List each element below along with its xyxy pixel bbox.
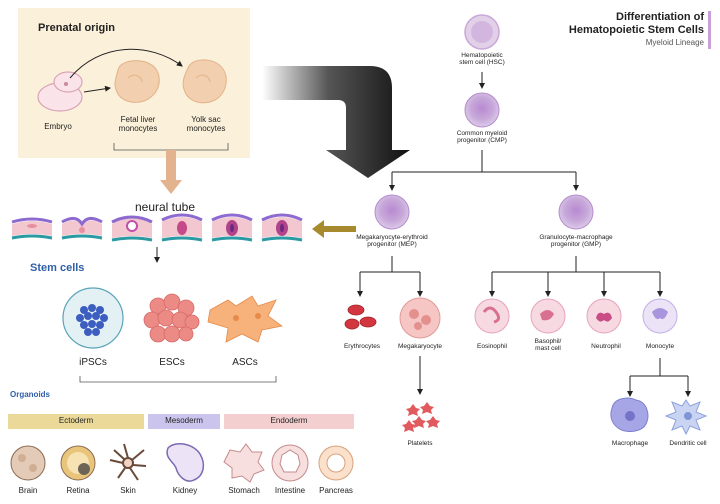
skin-organoid-icon [109,443,147,481]
neutrophil-icon [586,298,622,334]
dendritic-cell-label: Dendritic cell [669,440,707,447]
escs-label: ESCs [159,357,185,368]
ipscs-icon [62,287,124,349]
organoid-label-stomach: Stomach [228,486,260,495]
fetal-liver-monocytes-label: Fetal liver monocytes [118,115,158,133]
ascs-icon [207,295,283,343]
embryo-label: Embryo [44,122,72,131]
eosinophil-label: Eosinophil [477,343,507,350]
monocyte-icon [642,298,678,334]
hsc-label: Hematopoietic stem cell (HSC) [459,52,505,67]
figure-title-line2: Hematopoietic Stem Cells [568,24,704,36]
basophil-label: Basophil/ mast cell [534,338,562,353]
organoid-label-retina: Retina [66,486,90,495]
organoid-label-intestine: Intestine [274,486,306,495]
escs-icon [143,293,200,343]
retina-organoid-icon [60,445,96,481]
prenatal-arrow-curve [69,48,183,79]
olive-left-arrow [312,220,356,238]
ectoderm-band [8,414,144,429]
organoid-label-brain: Brain [18,486,38,495]
platelets-icon [402,402,440,432]
figure-title-line1: Differentiation of [616,11,704,23]
cmp-cell-icon [464,92,500,128]
figure-subtitle: Myeloid Lineage [645,38,704,47]
megakaryocyte-icon [399,297,441,339]
macrophage-icon [610,397,649,432]
embryo-icon [37,71,83,112]
mep-cell-icon [374,194,410,230]
platelets-label: Platelets [407,440,433,447]
gmp-label: Granulocyte-macrophage progenitor (GMP) [539,234,613,249]
beige-down-arrow [160,180,182,194]
kidney-organoid-icon [166,442,205,482]
mesoderm-band [148,414,220,429]
ipscs-label: iPSCs [79,357,107,368]
organoids-heading: Organoids [10,390,51,399]
title-accent-bar [708,11,711,49]
big-curved-arrow [262,66,410,178]
erythrocytes-icon [344,304,377,330]
endoderm-band [224,414,354,429]
stomach-organoid-icon [223,443,265,483]
hsc-cell-icon [464,14,500,50]
ectoderm-label: Ectoderm [58,416,94,425]
dendritic-cell-icon [664,399,708,436]
monocyte-label: Monocyte [645,343,675,350]
prenatal-origin-heading: Prenatal origin [38,22,116,34]
brain-organoid-icon [10,445,46,481]
neutrophil-label: Neutrophil [591,343,621,350]
fetal-liver-monocyte-icon [114,60,160,103]
macrophage-label: Macrophage [611,440,649,447]
gmp-cell-icon [558,194,594,230]
basophil-icon [530,298,566,334]
cmp-label: Common myeloid progenitor (CMP) [456,130,508,145]
endoderm-label: Endoderm [270,416,308,425]
yolk-sac-monocyte-icon [182,59,227,104]
yolk-sac-monocytes-label: Yolk sac monocytes [186,115,226,133]
mep-label: Megakaryocyte-erythroid progenitor (MEP) [356,234,428,249]
monocytes-bracket [113,143,229,151]
organoid-label-skin: Skin [120,486,136,495]
eosinophil-icon [474,298,510,334]
erythrocytes-label: Erythrocytes [343,343,381,350]
organoid-label-kidney: Kidney [172,486,198,495]
neural-tube-stages [11,213,303,242]
organoid-label-pancreas: Pancreas [319,486,353,495]
pancreas-organoid-icon [318,445,354,481]
stem-cells-heading: Stem cells [30,262,85,274]
mesoderm-label: Mesoderm [165,416,203,425]
megakaryocyte-label: Megakaryocyte [397,343,443,350]
intestine-organoid-icon [271,444,309,482]
neural-tube-label: neural tube [134,200,196,214]
ascs-label: ASCs [232,357,258,368]
stem-cells-bracket [79,376,277,383]
lineage-connectors [357,72,691,397]
